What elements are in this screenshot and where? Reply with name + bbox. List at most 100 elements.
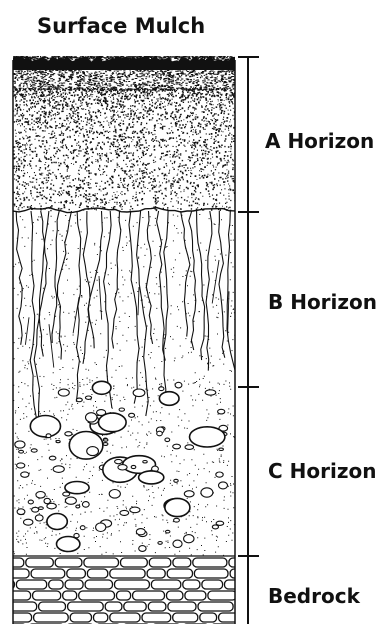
c-horizon-pebble [174,479,178,482]
c-horizon-pebble [185,445,194,450]
soil-column [0,56,252,624]
bedrock-stone [219,613,244,622]
c-horizon-pebble [65,497,76,504]
bedrock-stone [85,580,112,589]
label-c-horizon: C Horizon [268,459,376,483]
bedrock-stone [70,613,91,622]
bedrock-stone [168,602,196,611]
c-horizon-pebble [65,432,72,436]
c-horizon-pebble [36,492,45,499]
bedrock-stone [33,591,61,600]
c-horizon-pebble [99,413,127,432]
c-horizon-pebble [86,413,97,422]
bedrock-stone [202,580,223,589]
bedrock-stone [6,558,24,567]
c-horizon-pebble [19,450,24,453]
c-horizon-pebble [165,498,190,516]
bedrock-stone [121,558,148,567]
c-horizon-pebble [76,505,80,508]
c-horizon-pebble [219,482,228,489]
c-horizon-pebble [184,535,194,543]
label-a-horizon: A Horizon [265,129,374,153]
c-horizon-pebble [56,537,79,552]
bedrock-stone [94,613,108,622]
c-horizon-pebble [184,491,194,497]
c-horizon-pebble [131,465,136,468]
bedrock-stone [39,602,66,611]
bedrock-stone [84,558,119,567]
bedrock-stone [148,602,166,611]
c-horizon-pebble [175,382,182,388]
c-horizon-pebble [158,542,162,545]
bedrock-stone [167,591,183,600]
c-horizon-pebble [28,500,33,504]
bedrock-stone [198,602,233,611]
c-horizon-pebble [103,443,108,446]
bedrock-stone [67,569,86,578]
c-horizon-pebble [109,490,120,499]
bedrock-stone [26,558,54,567]
bedrock-stone [193,558,227,567]
bedrock-stone [31,569,65,578]
c-horizon-pebble [46,434,51,438]
c-horizon-pebble [104,439,108,441]
c-horizon-pebble [31,449,37,452]
c-horizon-pebble [157,431,163,436]
c-horizon-pebble [133,389,145,397]
c-horizon-pebble [165,438,170,442]
c-horizon-pebble [139,471,164,484]
bedrock-stone [230,569,245,578]
c-horizon-pebble [201,488,213,497]
bedrock-stone [6,569,29,578]
c-horizon-pebble [76,398,82,402]
c-horizon-pebble [120,510,129,515]
c-horizon-pebble [30,416,60,437]
bedrock-stone [16,580,46,589]
bedrock-stone [105,602,122,611]
bedrock-stone [229,558,243,567]
c-horizon-pebble [56,441,60,443]
c-horizon-pebble [65,482,89,494]
c-horizon-pebble [173,444,181,449]
c-horizon-pebble [17,463,25,468]
bedrock-stone [147,569,165,578]
c-horizon-pebble [21,472,29,477]
c-horizon-pebble [35,515,43,521]
c-horizon-pebble [174,518,180,522]
bedrock-stone [63,591,77,600]
c-horizon-pebble [92,381,111,394]
bedrock-stone [87,569,107,578]
c-horizon-pebble [32,507,39,512]
bedrock-stone [4,602,37,611]
bedrock-stone [133,591,165,600]
bedrock-stone [183,580,200,589]
bedrock-stone [0,580,14,589]
c-horizon-pebble [80,526,85,530]
c-horizon-pebble [130,507,140,513]
bedrock-stone [2,591,31,600]
c-horizon-pebble [216,472,223,477]
bedrock-stone [151,580,180,589]
c-horizon-pebble [205,390,216,395]
c-horizon-pebble [218,409,225,414]
bedrock-stone [34,613,69,622]
bedrock-stone [110,613,140,622]
bedrock-stone [117,591,131,600]
c-horizon-pebble [216,521,224,525]
c-horizon-pebble [219,448,224,450]
c-horizon-pebble [129,413,135,417]
bedrock-stone [173,558,191,567]
bedrock-stone [149,558,171,567]
c-horizon-pebble [24,519,33,525]
c-horizon-pebble [53,466,64,473]
c-horizon-pebble [159,387,164,391]
c-horizon-pebble [82,502,89,508]
bedrock-stone [110,569,145,578]
c-horizon-pebble [118,465,127,470]
c-horizon-pebble [115,459,123,463]
c-horizon-pebble [119,408,124,411]
bedrock-stone [79,591,115,600]
c-horizon-pebble [159,392,179,406]
c-horizon-pebble [15,441,25,448]
